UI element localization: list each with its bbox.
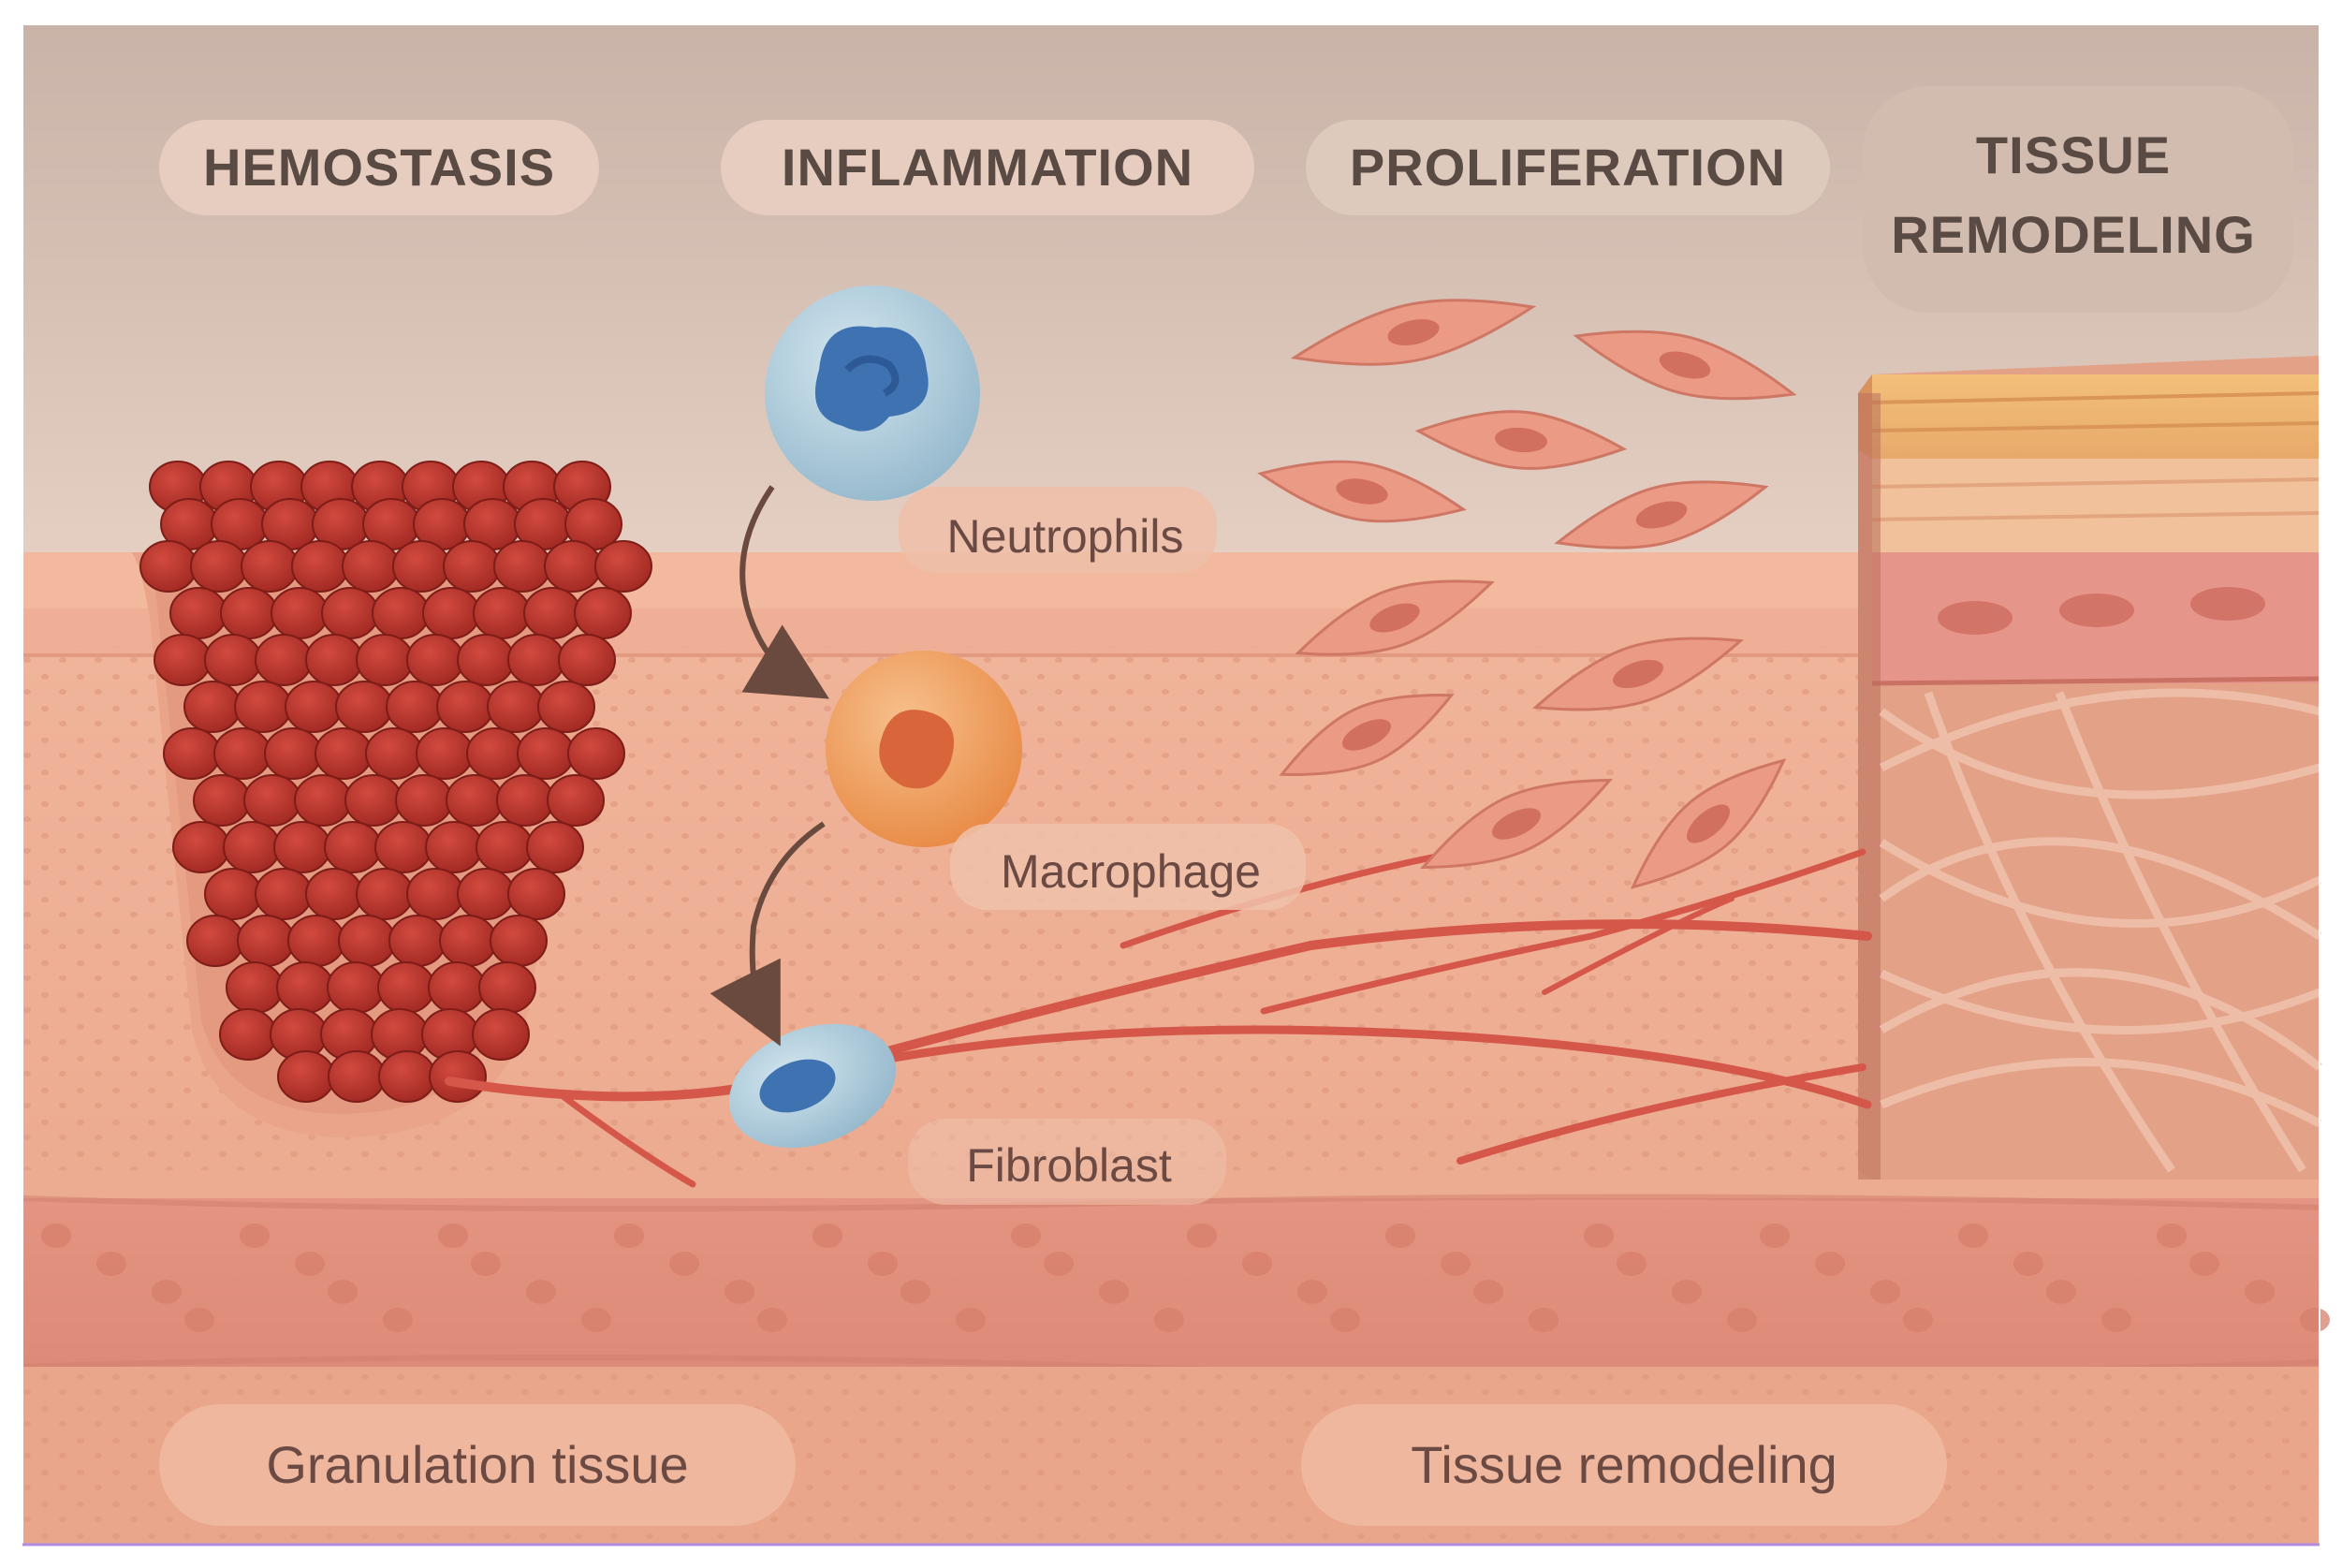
stage-hemostasis-label: HEMOSTASIS xyxy=(203,138,555,197)
granulation-tissue-label: Granulation tissue xyxy=(266,1435,688,1494)
macrophage-label: Macrophage xyxy=(1001,845,1261,898)
tissue-remodeling-label: Tissue remodeling xyxy=(1411,1435,1837,1494)
fibroblast-tag: Fibroblast xyxy=(908,1119,1226,1205)
neutrophil-cell xyxy=(765,286,980,501)
neutrophils-label: Neutrophils xyxy=(947,510,1184,563)
stage-inflammation-label: INFLAMMATION xyxy=(782,138,1193,197)
macrophage-tag: Macrophage xyxy=(950,824,1306,910)
stage-proliferation-label: PROLIFERATION xyxy=(1350,138,1786,197)
blood-clot xyxy=(139,461,652,1103)
stage-remodeling-label-line1: TISSUE xyxy=(1976,125,2171,184)
deep-dermis-band xyxy=(22,1198,2320,1367)
neutrophils-tag: Neutrophils xyxy=(899,487,1217,573)
fibroblast-cell xyxy=(728,1023,897,1149)
fibroblast-spindle-cells xyxy=(1257,299,1797,889)
stage-hemostasis: HEMOSTASIS xyxy=(159,120,599,215)
fibroblast-label: Fibroblast xyxy=(966,1139,1172,1192)
stage-tissue-remodeling: TISSUE REMODELING xyxy=(1863,86,2293,313)
arrow-neutrophil-to-macrophage xyxy=(739,485,830,699)
macrophage-cell xyxy=(826,651,1022,847)
stage-proliferation: PROLIFERATION xyxy=(1306,120,1830,215)
granulation-tissue-tag: Granulation tissue xyxy=(159,1404,796,1526)
tissue-remodeling-tag: Tissue remodeling xyxy=(1301,1404,1947,1526)
stage-remodeling-label-line2: REMODELING xyxy=(1891,205,2256,264)
remodeled-tissue-block xyxy=(1858,356,2322,1180)
stage-inflammation: INFLAMMATION xyxy=(721,120,1254,215)
arrow-macrophage-to-fibroblast xyxy=(710,821,826,1047)
